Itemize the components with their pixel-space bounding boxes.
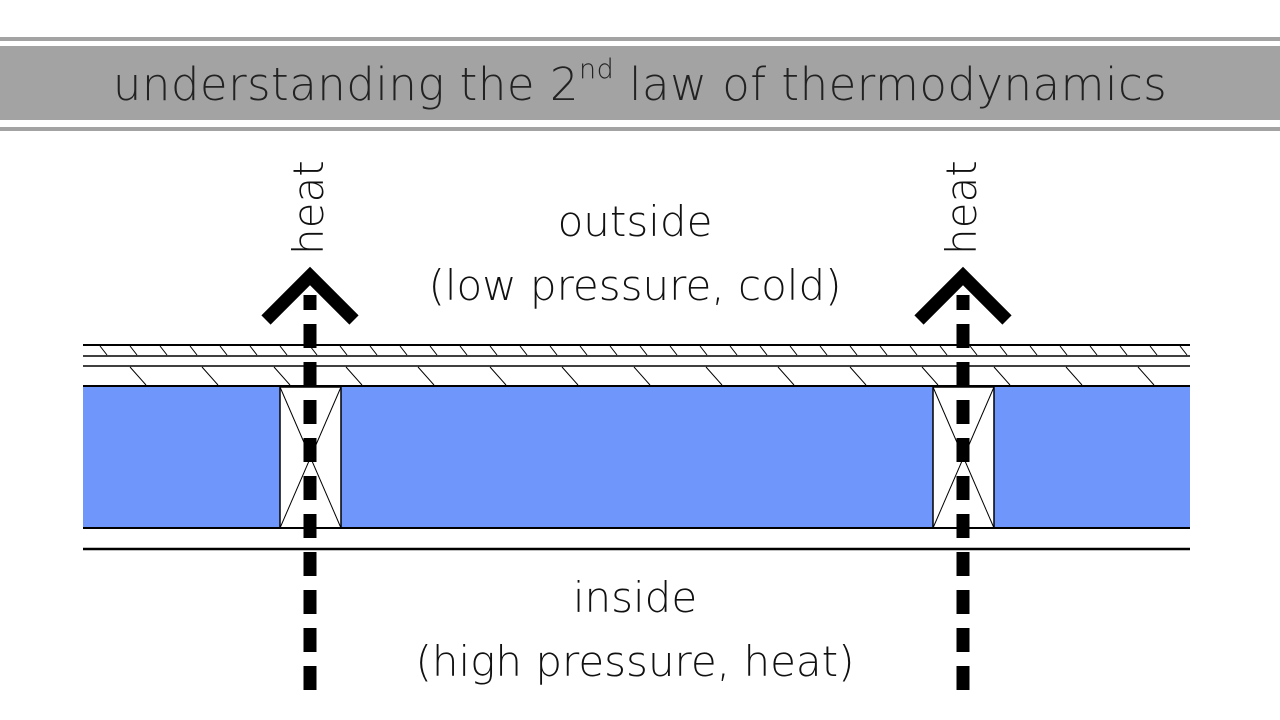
hatch-mark [339, 345, 348, 356]
hatch-mark [699, 345, 708, 356]
hatch-mark [429, 345, 438, 356]
heat-arrow-left [261, 266, 359, 690]
wall-layers [83, 344, 1190, 551]
hatch-mark [729, 345, 738, 356]
heat-label-left: heat [284, 160, 333, 255]
hatch-mark [249, 345, 258, 356]
hatch-mark [669, 345, 678, 356]
title-superscript: nd [578, 54, 615, 85]
hatch-mark [219, 345, 228, 356]
hatch-mark [189, 345, 198, 356]
heat-label-right: heat [937, 160, 986, 255]
hatch-mark [99, 345, 108, 356]
insulation-left [83, 387, 280, 528]
hatch-mark [279, 345, 288, 356]
outside-label-line2: (low pressure, cold) [428, 261, 842, 310]
hatch-mark [549, 345, 558, 356]
inside-label-line2: (high pressure, heat) [415, 637, 855, 686]
hatch-mark [789, 345, 798, 356]
hatch-mark [345, 366, 363, 386]
slide-title: understanding the 2nd law of thermodynam… [0, 46, 1280, 120]
hatch-mark [417, 366, 435, 386]
hatch-mark [1089, 345, 1098, 356]
hatch-mark [909, 345, 918, 356]
title-band [0, 46, 1280, 120]
hatch-mark [273, 366, 291, 386]
inside-label-line1: inside [572, 573, 698, 622]
title-rest: law of thermodynamics [614, 58, 1168, 111]
hatch-mark [129, 345, 138, 356]
hatch-mark [1149, 345, 1158, 356]
hatch-mark [705, 366, 723, 386]
hatch-mark [1065, 366, 1083, 386]
title-bottom-rule [0, 127, 1280, 131]
outside-label-line1: outside [557, 197, 713, 246]
title-top-rule [0, 37, 1280, 41]
hatch-mark [1137, 366, 1155, 386]
hatch-mark [1059, 345, 1068, 356]
hatch-mark [939, 345, 948, 356]
hatch-mark [399, 345, 408, 356]
hatch-mark [579, 345, 588, 356]
hatch-mark [369, 345, 378, 356]
insulation-middle [341, 387, 933, 528]
title-main: understanding the 2 [112, 58, 579, 111]
sheathing-hatch [129, 366, 1155, 386]
hatch-mark [969, 345, 978, 356]
heat-arrow-right [914, 266, 1012, 690]
hatch-mark [777, 366, 795, 386]
hatch-mark [561, 366, 579, 386]
hatch-mark [849, 345, 858, 356]
hatch-mark [1119, 345, 1128, 356]
hatch-mark [999, 345, 1008, 356]
hatch-mark [819, 345, 828, 356]
inside-label: inside (high pressure, heat) [370, 566, 900, 694]
hatch-mark [489, 366, 507, 386]
hatch-mark [609, 345, 618, 356]
hatch-mark [1029, 345, 1038, 356]
hatch-mark [849, 366, 867, 386]
hatch-mark [459, 345, 468, 356]
cladding-hatch [99, 345, 1188, 356]
hatch-mark [129, 366, 147, 386]
hatch-mark [993, 366, 1011, 386]
hatch-mark [921, 366, 939, 386]
outside-label: outside (low pressure, cold) [395, 190, 875, 318]
hatch-mark [759, 345, 768, 356]
hatch-mark [201, 366, 219, 386]
hatch-mark [639, 345, 648, 356]
hatch-mark [633, 366, 651, 386]
hatch-mark [519, 345, 528, 356]
hatch-mark [879, 345, 888, 356]
hatch-mark [489, 345, 498, 356]
insulation-right [994, 387, 1190, 528]
hatch-mark [1179, 345, 1188, 356]
hatch-mark [159, 345, 168, 356]
